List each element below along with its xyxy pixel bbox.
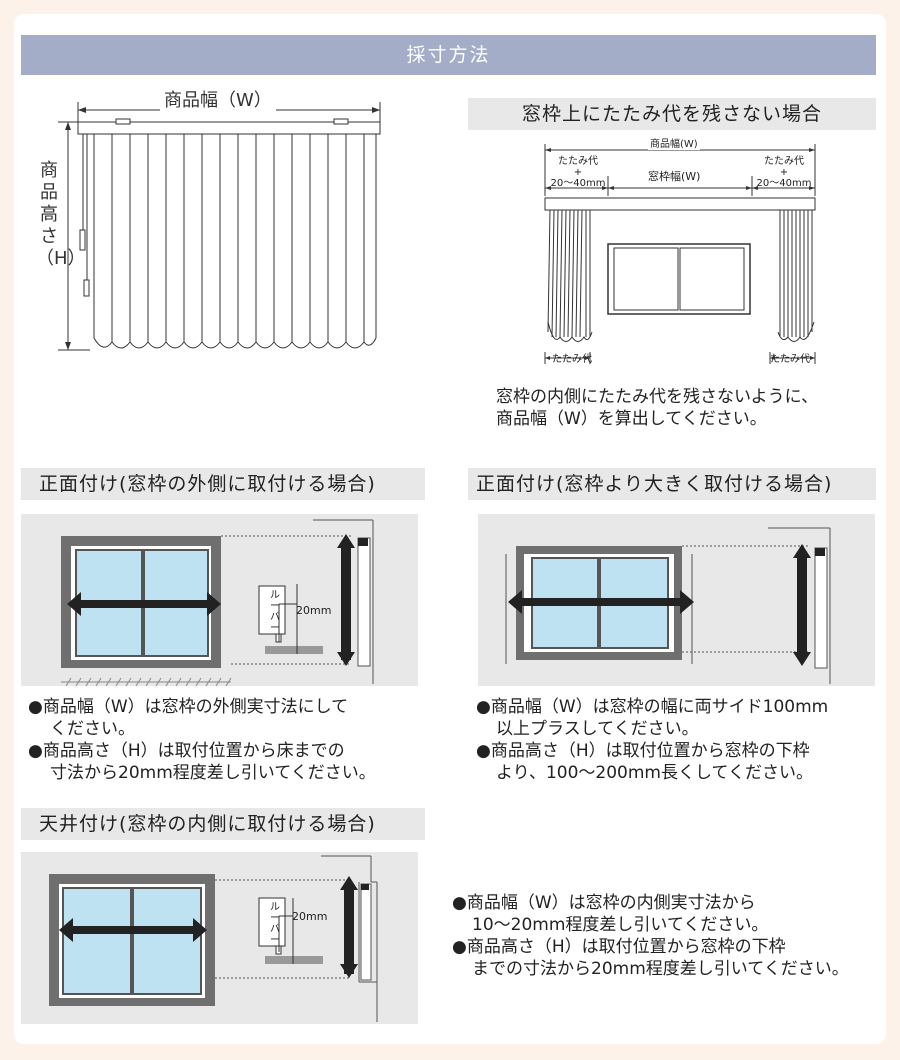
fo-mm-label: 20mm [296, 604, 332, 617]
no-fold-diagram [544, 144, 816, 364]
fl-b1-line1: ●商品幅（W）は窓枠の幅に両サイド100mm [476, 697, 829, 717]
no-fold-description: 窓枠の内側にたたみ代を残さないように、 商品幅（W）を算出してください。 [496, 386, 818, 430]
ceiling-diagram [49, 855, 378, 1022]
ce-b1-line2: 10〜20mm程度差し引いてください。 [472, 915, 769, 935]
front-outside-heading: 正面付け(窓枠の外側に取付ける場合) [21, 468, 425, 500]
fl-b2-line1: ●商品高さ（H）は取付位置から窓枠の下枠 [476, 741, 810, 761]
nf-bottom-fold-left: たたみ代 [552, 354, 592, 365]
ceiling-heading: 天井付け(窓枠の内側に取付ける場合) [21, 808, 425, 840]
nf-top-label: 商品幅(W) [648, 135, 700, 150]
ce-louver-label: ルーバー [270, 902, 280, 946]
ce-b2-line1: ●商品高さ（H）は取付位置から窓枠の下枠 [452, 937, 786, 957]
nf-right-plus: + [779, 167, 789, 178]
nf-left-fold-label: たたみ代 [558, 156, 598, 167]
height-label: 商品高さ（H） [36, 160, 86, 269]
nf-left-plus: + [573, 167, 583, 178]
front-larger-bullets: ●商品幅（W）は窓枠の幅に両サイド100mm 以上プラスしてください。 ●商品高… [476, 696, 828, 784]
fl-b2-line2: より、100〜200mm長くしてください。 [496, 763, 813, 783]
fo-b1-line2: ください。 [50, 719, 135, 739]
nf-right-fold-label: たたみ代 [764, 156, 804, 167]
fl-b1-line2: 以上プラスしてください。 [496, 719, 699, 739]
blind-diagram [58, 102, 381, 351]
nf-bottom-fold-right: たたみ代 [770, 354, 810, 365]
ce-b2-line2: までの寸法から20mm程度差し引いてください。 [472, 959, 849, 979]
nf-desc-line2: 商品幅（W）を算出してください。 [496, 409, 767, 429]
front-outside-diagram [61, 519, 374, 686]
ce-b1-line1: ●商品幅（W）は窓枠の内側実寸法から [452, 893, 756, 913]
nf-desc-line1: 窓枠の内側にたたみ代を残さないように、 [496, 387, 819, 407]
fo-b2-line1: ●商品高さ（H）は取付位置から床までの [28, 741, 345, 761]
width-label: 商品幅（W） [160, 86, 276, 112]
nf-left-range: 20〜40mm [550, 178, 606, 189]
front-outside-bullets: ●商品幅（W）は窓枠の外側実寸法にして ください。 ●商品高さ（H）は取付位置か… [28, 696, 376, 784]
page-title: 採寸方法 [21, 35, 876, 75]
fo-b2-line2: 寸法から20mm程度差し引いてください。 [50, 763, 376, 783]
front-larger-diagram [505, 527, 831, 684]
fo-b1-line1: ●商品幅（W）は窓枠の外側実寸法にして [28, 697, 349, 717]
nf-window-width-label: 窓枠幅(W) [648, 170, 701, 183]
nf-left-fold: たたみ代 + 20〜40mm [548, 156, 608, 189]
ce-mm-label: 20mm [292, 910, 328, 923]
fo-louver-label: ルーバー [270, 590, 280, 634]
nf-right-fold: たたみ代 + 20〜40mm [754, 156, 814, 189]
front-larger-heading: 正面付け(窓枠より大きく取付ける場合) [468, 468, 876, 500]
no-fold-heading: 窓枠上にたたみ代を残さない場合 [468, 98, 876, 130]
ceiling-bullets: ●商品幅（W）は窓枠の内側実寸法から 10〜20mm程度差し引いてください。 ●… [452, 892, 849, 980]
nf-right-range: 20〜40mm [756, 178, 812, 189]
